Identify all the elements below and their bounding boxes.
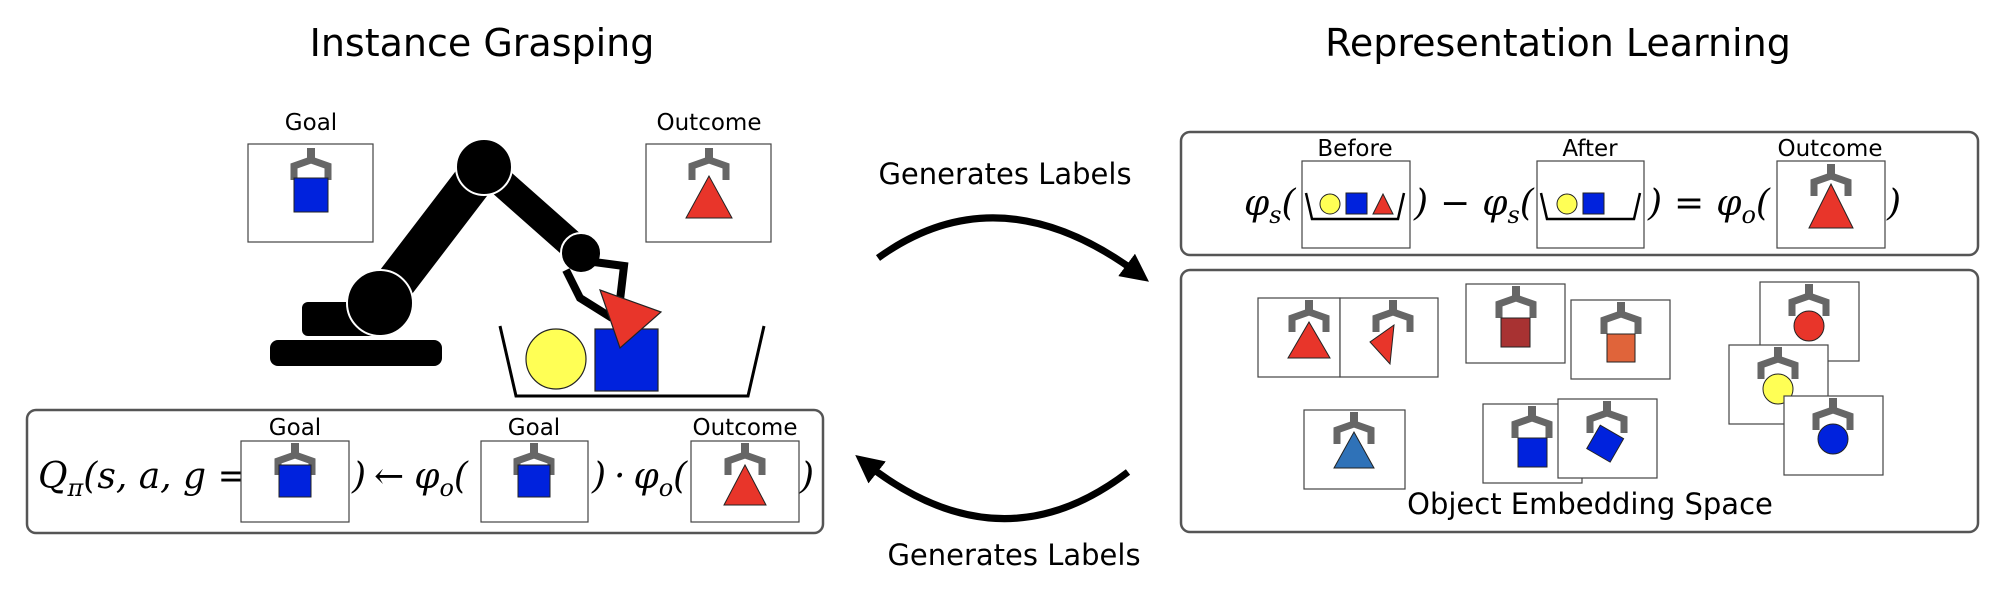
red-triangle-icon	[1372, 192, 1394, 215]
q-open-paren-2: (	[673, 456, 688, 497]
phi-s-sub: s	[1269, 201, 1281, 229]
phi-open-paren-2: (	[1520, 183, 1535, 224]
q-symbol: Q	[38, 456, 68, 497]
bin-icon	[1304, 192, 1406, 221]
bin-icon	[1539, 192, 1642, 221]
phi-close-paren-2: )	[1647, 183, 1662, 224]
phi-s-symbol: φ	[1244, 183, 1270, 224]
red-triangle-icon	[723, 463, 767, 506]
svg-text:)=φo(: ) = φo(	[1647, 183, 1771, 229]
embed-item-blue-triangle	[1303, 410, 1406, 490]
phi-outcome-label: Outcome	[1778, 136, 1883, 162]
q-subscript: π	[67, 474, 85, 502]
blue-cube-icon	[293, 177, 329, 213]
blue-cube-icon	[278, 464, 312, 498]
q-phi-sub: o	[439, 474, 453, 502]
bottom-arrow-label: Generates Labels	[887, 538, 1140, 572]
phi-s-symbol-2: φ	[1482, 183, 1508, 224]
robot-arm-icon	[270, 138, 629, 366]
svg-text:Qπ(s, a, g =: Qπ(s, a, g =	[38, 456, 248, 502]
phi-s-sub-2: s	[1507, 201, 1519, 229]
yellow-sphere-icon	[525, 328, 587, 390]
grasp-outcome-thumbnail	[645, 143, 772, 243]
q-outcome-label: Outcome	[693, 415, 798, 441]
red-triangle-icon	[685, 174, 733, 219]
phi-open-paren: (	[1282, 183, 1297, 224]
title-instance-grasping: Instance Grasping	[310, 21, 655, 65]
svg-text:)←φo(: )←φo(	[351, 456, 469, 502]
yellow-sphere-icon	[1556, 193, 1578, 215]
blue-cube-icon	[1345, 192, 1368, 215]
q-close-paren-2: )	[591, 456, 606, 497]
q-phi-sub-2: o	[659, 474, 673, 502]
bin-icon	[498, 325, 766, 398]
blue-cube-icon	[1582, 192, 1605, 215]
phi-o-symbol: φ	[1716, 183, 1742, 224]
grasp-outcome-label: Outcome	[657, 110, 762, 136]
svg-text:)·φo(: )·φo(	[591, 456, 688, 502]
svg-text:φs(: φs(	[1244, 183, 1297, 229]
q-close-paren: )	[351, 456, 366, 497]
embedding-items	[1257, 282, 1884, 490]
embed-item-orange-cube	[1570, 300, 1671, 380]
blue-cube-icon	[517, 464, 551, 498]
q-args: (s, a, g =	[83, 456, 247, 497]
embed-item-blue-sphere	[1783, 396, 1884, 476]
q-goal-label-2: Goal	[508, 415, 560, 441]
phi-minus: −	[1440, 183, 1470, 224]
title-representation-learning: Representation Learning	[1325, 21, 1791, 65]
phi-equals: =	[1674, 183, 1704, 224]
top-arrow-label: Generates Labels	[878, 157, 1131, 191]
phi-close-paren: )	[1413, 183, 1428, 224]
q-open-paren: (	[454, 456, 469, 497]
before-label: Before	[1317, 136, 1392, 162]
q-dot: ·	[614, 456, 625, 497]
q-equation: Qπ(s, a, g = Goal )←φo( Goal )·φo( Outco…	[38, 415, 814, 523]
svg-text:)−φs(: )−φs(	[1413, 183, 1535, 229]
top-arrow	[875, 214, 1149, 282]
phi-equation: φs( Before )−φs( After )=φo( Outcome )	[1244, 136, 1901, 249]
q-equation-panel	[25, 408, 825, 535]
q-arrow: ←	[374, 456, 404, 497]
phi-close-paren-3: )	[1886, 183, 1901, 224]
grasp-goal-label: Goal	[285, 110, 337, 136]
q-phi-2: φ	[634, 456, 660, 497]
bottom-arrow	[855, 455, 1131, 522]
embed-item-dark-red-cube	[1465, 284, 1566, 364]
red-triangle-icon	[1808, 182, 1854, 229]
q-phi: φ	[414, 456, 440, 497]
q-goal-label-1: Goal	[269, 415, 321, 441]
yellow-sphere-icon	[1319, 193, 1341, 215]
phi-open-paren-3: (	[1756, 183, 1771, 224]
embed-item-red-triangle	[1257, 298, 1341, 378]
phi-o-sub: o	[1741, 201, 1755, 229]
after-label: After	[1562, 136, 1618, 162]
embed-item-red-triangle-rotated	[1339, 298, 1439, 378]
red-triangle-icon	[599, 289, 663, 350]
embedding-caption: Object Embedding Space	[1407, 487, 1773, 521]
grasp-goal-thumbnail	[247, 143, 374, 243]
q-close-paren-3: )	[799, 456, 814, 497]
embed-item-blue-cube-rotated	[1557, 399, 1658, 479]
